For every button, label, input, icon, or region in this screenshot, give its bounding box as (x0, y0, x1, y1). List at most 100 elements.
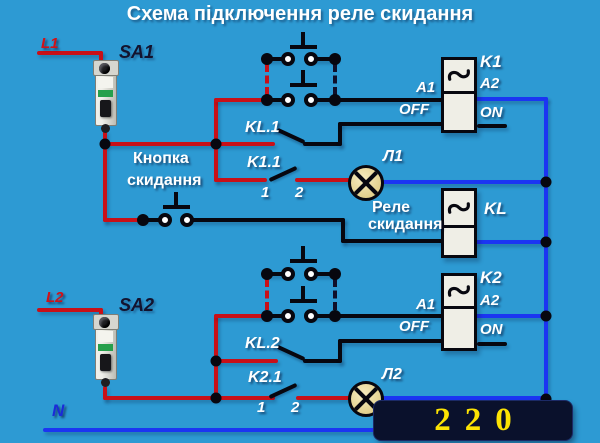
contact-terminal-dot (261, 94, 273, 106)
relay-k1-on: ON (480, 104, 503, 121)
page-title: Схема підключення реле скидання (126, 3, 474, 25)
wire-row-joiner (265, 314, 291, 318)
relay-coil-icon (447, 201, 470, 214)
junction-dot (540, 176, 552, 188)
wire-k21-lamp (296, 396, 353, 400)
relay-coil-section (444, 276, 474, 309)
wire-row-joiner (265, 98, 291, 102)
mechanical-link-dashed (333, 64, 337, 95)
relay-kl (441, 188, 477, 258)
feed-l1-label: L1 (41, 35, 59, 52)
breaker-terminal-screw (99, 63, 110, 74)
pushbutton-actuator-icon (290, 83, 317, 87)
wire-row-joiner (309, 98, 337, 102)
breaker-sa1-label: SA1 (119, 42, 155, 62)
contact-terminal-open (180, 213, 194, 227)
wire-sa1-out (103, 130, 107, 146)
pushbutton-actuator-icon (290, 259, 317, 263)
relay-coil-icon (447, 69, 470, 81)
wire-l1-drop (99, 51, 103, 65)
wire-reset-drop (103, 142, 107, 222)
breaker-toggle (100, 354, 111, 371)
mechanical-link-dashed (333, 279, 337, 310)
contact-terminal-open (281, 267, 295, 281)
wire-row-joiner (309, 57, 337, 61)
junction-dot (540, 310, 552, 322)
relay-k1-name: K1 (480, 52, 502, 71)
voltage-badge-text: 220 (434, 402, 526, 438)
relay-k2-a2: A2 (480, 292, 500, 309)
contact-terminal-open (281, 52, 295, 66)
relay-k1-off: OFF (399, 101, 429, 118)
terminal-1-label: 1 (257, 399, 266, 416)
relay-coil-section (444, 60, 474, 94)
wire-button2-a1 (333, 314, 443, 318)
pushbutton-actuator-icon (301, 32, 305, 45)
relay-coil-icon (447, 284, 470, 297)
wire-k21-branch (103, 396, 275, 400)
switch-blade-icon (276, 344, 306, 362)
wire-row-joiner (265, 57, 291, 61)
relay-k1-a2: A2 (480, 75, 500, 92)
relay-k1-a1: A1 (416, 79, 436, 96)
mechanical-link-dashed (265, 279, 269, 310)
wire-kl2-step (338, 339, 342, 363)
pushbutton-actuator-icon (174, 192, 178, 205)
contact-terminal-open (304, 309, 318, 323)
breaker-terminal-screw (101, 124, 110, 133)
contact-terminal-dot (329, 94, 341, 106)
reset-relay-caption-2: скидання (368, 216, 443, 233)
wire-k1-a2 (474, 97, 548, 101)
wire-kl2-left (214, 359, 278, 363)
feed-l2-label: L2 (46, 289, 64, 306)
contact-terminal-dot (137, 214, 149, 226)
circuit-breaker-icon (90, 314, 120, 390)
junction-dot (540, 393, 552, 405)
contact-kl2-label: KL.2 (245, 335, 280, 352)
wire-kl1-step (338, 122, 342, 146)
contact-terminal-dot (261, 268, 273, 280)
relay-k2 (441, 273, 477, 351)
contact-terminal-dot (261, 310, 273, 322)
pushbutton-actuator-icon (301, 286, 305, 299)
junction-dot (210, 138, 222, 150)
junction-dot (210, 355, 222, 367)
contact-terminal-open (304, 52, 318, 66)
contact-k11-label: K1.1 (247, 154, 281, 171)
wire-kl1-out (303, 142, 342, 146)
wire-reset-step (341, 218, 345, 243)
lamp-l1-label: Л1 (383, 148, 403, 165)
wire-kl-neutral (474, 240, 546, 244)
lamp-l2-label: Л2 (382, 366, 402, 383)
junction-dot (99, 138, 111, 150)
switch-blade-icon (276, 127, 306, 145)
wire-lamp2-neutral (378, 396, 546, 400)
relay-coil-section (444, 191, 474, 228)
junction-dot (540, 236, 552, 248)
contact-k21-label: K2.1 (248, 369, 282, 386)
relay-k2-a1: A1 (416, 296, 436, 313)
voltage-badge: 220 (374, 401, 572, 440)
breaker-label-area (98, 77, 113, 88)
contact-terminal-dot (329, 310, 341, 322)
terminal-1-label: 1 (261, 184, 270, 201)
wire-k2-a2 (474, 314, 546, 318)
wire-k2-off (338, 339, 443, 343)
wire-button1-feed (214, 98, 269, 102)
breaker-sa2-label: SA2 (119, 295, 155, 315)
terminal-2-label: 2 (291, 399, 300, 416)
relay-k2-off: OFF (399, 318, 429, 335)
contact-terminal-dot (329, 268, 341, 280)
reset-relay-caption-1: Реле (372, 199, 411, 216)
breaker-green-band (98, 90, 113, 97)
wire-lamp1-neutral (378, 180, 546, 184)
breaker-green-band (98, 344, 113, 351)
lamp-icon (348, 165, 384, 201)
breaker-label-area (98, 331, 113, 342)
pushbutton-actuator-icon (290, 45, 317, 49)
junction-dot (210, 392, 222, 404)
wire-neutral-bus (43, 428, 563, 432)
neutral-label: N (52, 401, 65, 420)
terminal-2-label: 2 (295, 184, 304, 201)
